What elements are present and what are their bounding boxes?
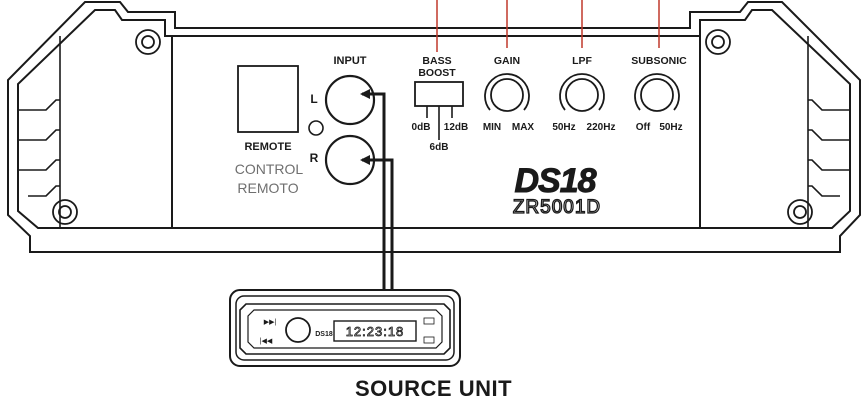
rca-cable xyxy=(360,89,394,290)
brand-logo: DS18 xyxy=(514,162,596,200)
source-unit-small-buttons xyxy=(423,317,435,344)
source-unit-display-time: 12:23:18 xyxy=(346,324,405,339)
lpf-max-label: 220Hz xyxy=(587,122,616,133)
input-label: INPUT xyxy=(334,55,367,67)
bass-boost-switch xyxy=(414,81,464,107)
source-unit-logo: DS18 xyxy=(315,331,333,338)
front-panel xyxy=(171,35,701,229)
source-unit-caption: SOURCE UNIT xyxy=(354,376,513,401)
mount-screw-top-left xyxy=(135,29,161,55)
input-right-label: R xyxy=(310,151,319,165)
remote-port xyxy=(237,65,299,133)
remote-label: REMOTE xyxy=(244,141,291,153)
prev-track-icon: |◀◀ xyxy=(260,338,273,345)
lpf-label: LPF xyxy=(572,55,592,67)
input-left-label: L xyxy=(310,92,317,106)
bass-boost-option-12db: 12dB xyxy=(444,122,468,133)
heatsink-fins-right xyxy=(699,36,850,228)
gain-label: GAIN xyxy=(494,55,520,67)
input-jack-left xyxy=(324,74,376,126)
model-number: ZR5001D xyxy=(513,197,601,218)
mount-screw-bottom-left xyxy=(52,199,78,225)
bass-boost-label-line2: BOOST xyxy=(418,67,456,79)
gain-knob xyxy=(484,73,530,112)
subsonic-min-label: Off xyxy=(636,122,651,133)
gain-max-label: MAX xyxy=(512,122,535,133)
bass-boost-option-6db: 6dB xyxy=(430,142,449,153)
mount-screw-top-right xyxy=(705,29,731,55)
gain-min-label: MIN xyxy=(483,122,501,133)
next-track-icon: ▶▶| xyxy=(264,319,277,326)
heatsink-fins-left xyxy=(18,36,173,228)
lpf-knob xyxy=(559,73,605,112)
control-pointer-lines xyxy=(436,0,660,52)
subsonic-label: SUBSONIC xyxy=(631,55,687,67)
bass-boost-label-line1: BASS xyxy=(422,55,451,67)
mount-screw-bottom-right xyxy=(787,199,813,225)
power-led xyxy=(308,120,324,136)
subsonic-knob xyxy=(634,73,680,112)
source-unit-display xyxy=(333,320,417,342)
bass-boost-option-0db: 0dB xyxy=(412,122,431,133)
remote-spanish-line1: CONTROL xyxy=(235,161,304,177)
subsonic-max-label: 50Hz xyxy=(659,122,682,133)
amplifier-body xyxy=(7,0,861,253)
remote-spanish-line2: REMOTO xyxy=(237,180,298,196)
source-unit xyxy=(229,289,461,367)
lpf-min-label: 50Hz xyxy=(552,122,575,133)
bass-boost-ticks xyxy=(426,106,453,140)
volume-knob xyxy=(285,317,311,343)
